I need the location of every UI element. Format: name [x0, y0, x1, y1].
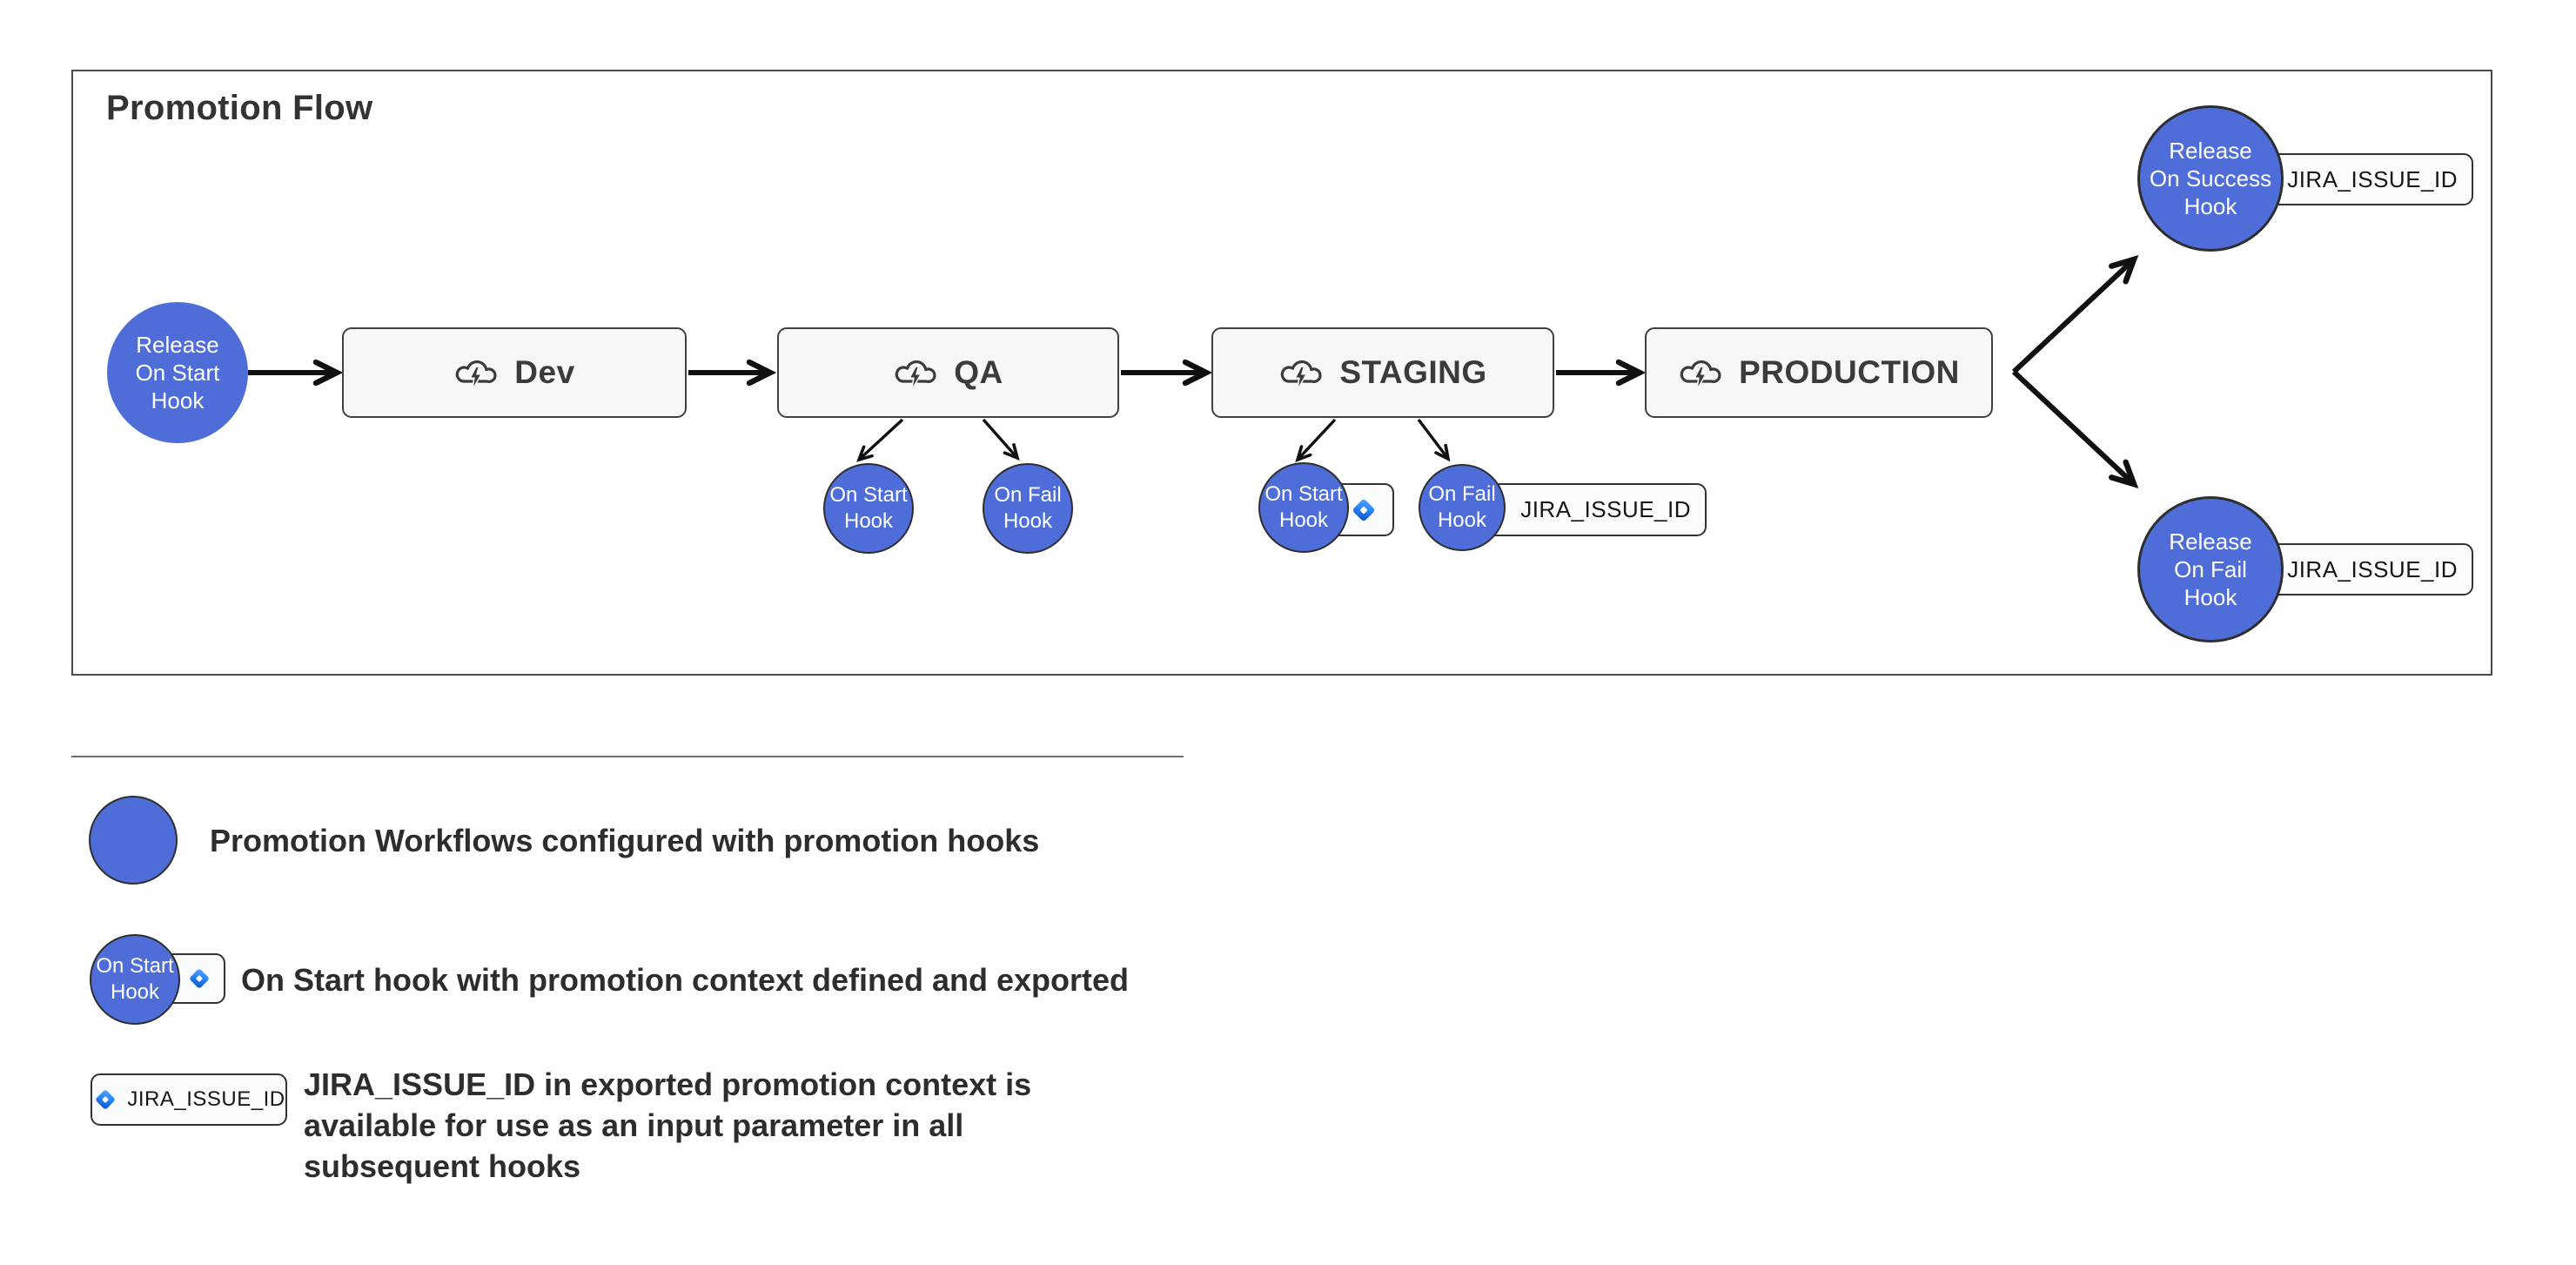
hook-label: On Start Hook: [829, 483, 908, 533]
hook-label: Release On Success Hook: [2149, 138, 2272, 219]
badge-text: JIRA_ISSUE_ID: [127, 1087, 285, 1111]
env-box-dev: Dev: [342, 327, 687, 418]
cloud-build-icon: [455, 360, 497, 388]
workflow-circle-symbol: [89, 796, 178, 885]
hook-label: On Start Hook: [96, 954, 174, 1004]
promotion-flow-diagram: Promotion Flow: [71, 70, 2492, 676]
release-on-fail-context-badge: JIRA_ISSUE_ID: [2249, 543, 2473, 595]
hook-label: On Fail Hook: [994, 483, 1062, 533]
cloud-build-icon: [895, 360, 936, 388]
env-label: QA: [954, 354, 1003, 390]
env-label: Dev: [514, 354, 575, 390]
legend-item-text: On Start hook with promotion context def…: [241, 961, 1130, 998]
diagram-title: Promotion Flow: [106, 89, 373, 127]
env-box-production: PRODUCTION: [1645, 327, 1993, 418]
env-label: STAGING: [1339, 354, 1487, 390]
jira-icon: [188, 967, 211, 990]
legend-item-on-start-hook: On Start Hook On Start hook with promoti…: [90, 934, 1129, 1025]
env-box-staging: STAGING: [1211, 327, 1554, 418]
cloud-build-icon: [1680, 360, 1721, 388]
qa-on-fail-hook-node: On Fail Hook: [983, 463, 1073, 554]
hook-label: On Fail Hook: [1428, 482, 1496, 532]
staging-on-start-hook-node: On Start Hook: [1258, 462, 1349, 553]
env-label: PRODUCTION: [1739, 354, 1960, 390]
hook-label: Release On Start Hook: [135, 332, 220, 414]
legend-item-workflow: Promotion Workflows configured with prom…: [89, 796, 1039, 885]
release-on-start-hook-node: Release On Start Hook: [107, 302, 248, 443]
jira-icon: [1352, 497, 1376, 522]
release-on-fail-hook-node: Release On Fail Hook: [2137, 496, 2284, 643]
cloud-build-icon: [1280, 360, 1322, 388]
staging-on-fail-hook-node: On Fail Hook: [1419, 464, 1506, 551]
hook-circle: On Start Hook: [90, 934, 180, 1025]
legend-item-jira-issue-id: JIRA_ISSUE_ID JIRA_ISSUE_ID in exported …: [91, 1064, 1031, 1187]
badge-text: JIRA_ISSUE_ID: [1520, 496, 1691, 522]
legend-item-text: Promotion Workflows configured with prom…: [210, 822, 1040, 858]
badge-text: JIRA_ISSUE_ID: [2287, 165, 2458, 192]
legend-divider: [71, 756, 1184, 757]
badge-text: JIRA_ISSUE_ID: [2287, 555, 2458, 582]
release-on-success-hook-node: Release On Success Hook: [2137, 105, 2284, 252]
hook-label: Release On Fail Hook: [2169, 528, 2252, 610]
legend-item-text: JIRA_ISSUE_ID in exported promotion cont…: [304, 1067, 1032, 1184]
hook-label: On Start Hook: [1265, 482, 1343, 532]
qa-on-start-hook-node: On Start Hook: [823, 463, 914, 554]
on-start-hook-symbol: On Start Hook: [90, 934, 225, 1025]
jira-issue-id-badge: JIRA_ISSUE_ID: [91, 1073, 287, 1126]
env-box-qa: QA: [777, 327, 1119, 418]
release-on-success-context-badge: JIRA_ISSUE_ID: [2249, 153, 2473, 205]
jira-icon: [95, 1088, 117, 1111]
